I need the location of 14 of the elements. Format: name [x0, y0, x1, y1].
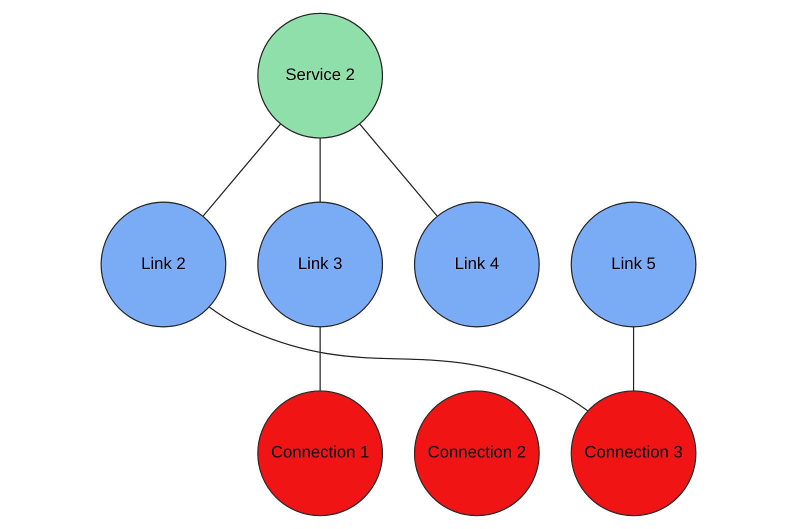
- node-circle: Link 4: [413, 202, 540, 328]
- node-circle: Connection 1: [256, 390, 383, 516]
- node-circle: Link 5: [570, 202, 696, 328]
- node-circle: Link 3: [256, 202, 383, 328]
- node-circle: Connection 3: [570, 390, 696, 516]
- node-circle: Connection 2: [413, 390, 540, 516]
- connector: [319, 138, 320, 202]
- connector: [632, 327, 634, 391]
- node-circle: Link 2: [100, 202, 226, 328]
- node-circle: Service 2: [256, 12, 383, 139]
- connector: [208, 306, 588, 412]
- connector: [319, 327, 320, 391]
- connector: [202, 124, 281, 217]
- connector: [358, 124, 438, 217]
